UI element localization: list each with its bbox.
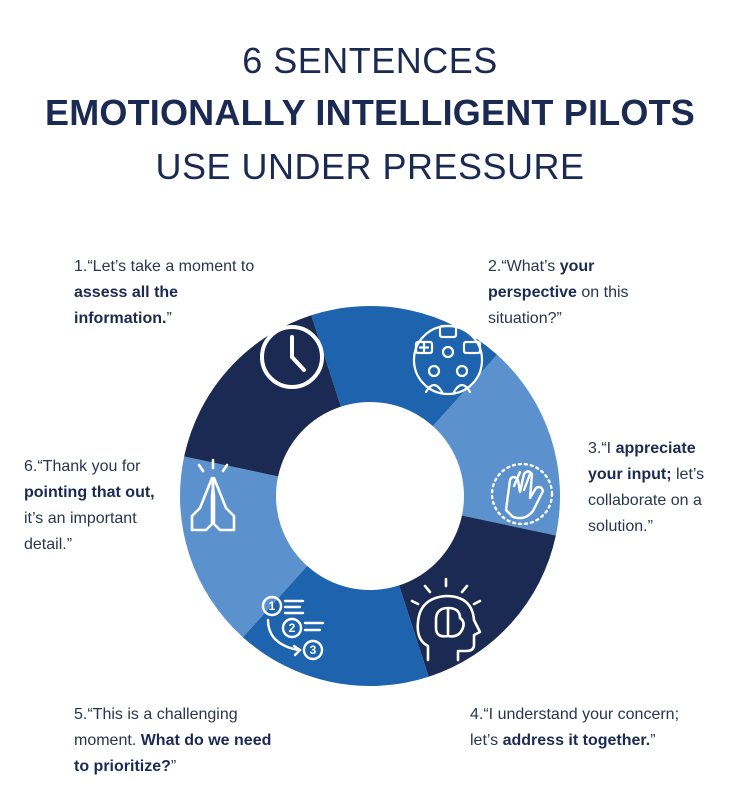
callout-3-end: let’s collaborate on a solution.” [588, 466, 705, 535]
ring-segment-5 [242, 565, 429, 687]
callout-6-bold: pointing that out, [24, 484, 155, 501]
title-line-2: EMOTIONALLY INTELLIGENT PILOTS [44, 92, 696, 133]
title-line-3: USE UNDER PRESSURE [155, 146, 585, 187]
ring-segment-3 [432, 354, 560, 536]
ring-segment-1 [184, 315, 341, 477]
callout-4: 4.“I understand your concern; let’s addr… [470, 702, 700, 754]
priority-number-2: 2 [289, 621, 296, 635]
callout-3-bold: appreciate your input; [588, 440, 696, 483]
priority-number-1: 1 [269, 599, 276, 613]
title-line-1: 6 SENTENCES [242, 40, 498, 81]
callout-1-text: 1.“Let’s take a moment to [74, 258, 255, 275]
praying-hands-icon [190, 458, 236, 532]
clock-icon [260, 325, 324, 389]
callout-4-end: ” [650, 732, 656, 749]
clapping-hands-icon [490, 462, 554, 526]
callout-1-bold: assess all the information. [74, 284, 179, 327]
callout-5-end: ” [170, 758, 177, 775]
callout-2-bold: your perspective [488, 258, 595, 301]
head-brain-icon [410, 577, 482, 662]
priority-number-3: 3 [310, 643, 317, 657]
numbered-priorities-icon [261, 595, 325, 661]
callout-4-bold: address it together. [502, 732, 651, 749]
callout-6: 6.“Thank you for pointing that out, it’s… [24, 454, 174, 558]
callout-2-text: 2.“What’s [488, 258, 560, 275]
callout-1: 1.“Let’s take a moment to assess all the… [74, 254, 274, 332]
callout-4-text: 4.“I understand your concern; let’s [470, 706, 680, 749]
callout-5: 5.“This is a challenging moment. What do… [74, 702, 284, 780]
callout-5-text: 5.“This is a challenging moment. [74, 706, 238, 749]
callout-6-text: 6.“Thank you for [24, 458, 141, 475]
ring-segment-4 [399, 515, 556, 677]
callout-2-end: on this situation?” [488, 284, 629, 327]
callout-3: 3.“I appreciate your input; let’s collab… [588, 436, 728, 540]
callout-1-end: ” [166, 310, 172, 327]
callout-2: 2.“What’s your perspective on this situa… [488, 254, 658, 332]
callout-5-bold: What do we need to prioritize? [74, 732, 272, 775]
callout-6-end: it’s an important detail.” [24, 510, 137, 553]
team-discussion-icon [412, 324, 484, 396]
callout-3-text: 3.“I [588, 440, 616, 457]
